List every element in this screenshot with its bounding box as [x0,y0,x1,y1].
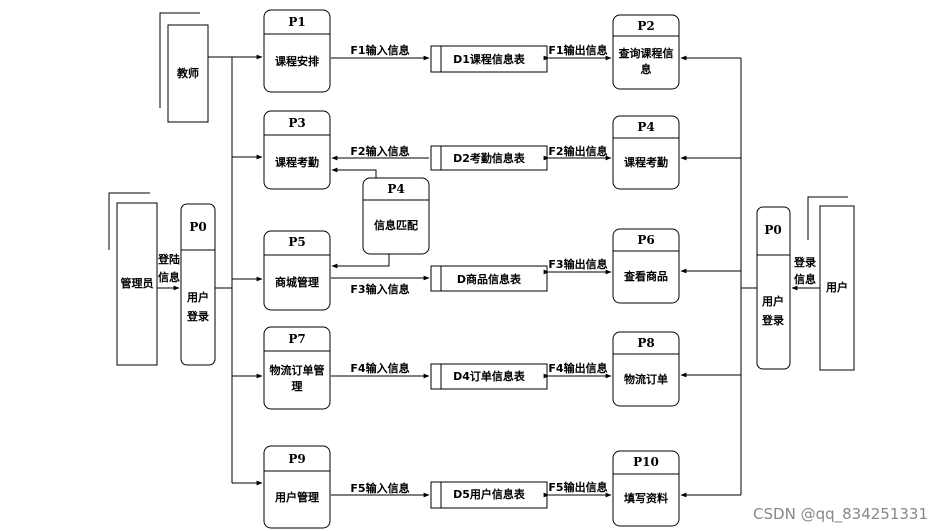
process-p4: P4 课程考勤 [612,115,680,190]
left-bus [157,54,263,486]
svg-text:D1课程信息表: D1课程信息表 [453,52,526,66]
p0-admin-label-2: 登录 [186,309,209,323]
svg-text:课程安排: 课程安排 [275,54,319,68]
process-p8: P8 物流订单 [612,331,680,407]
p2-label-1: 查询课程信 [619,46,674,60]
store-d3: D商品信息表 [430,265,548,292]
left-store-flows [331,55,430,498]
p2-label-2: 息 [641,62,652,76]
right-bus [680,55,820,498]
svg-text:P7: P7 [288,332,305,346]
store-d1: D1课程信息表 [430,45,548,73]
svg-text:F4输入信息: F4输入信息 [350,361,409,375]
svg-text:D商品信息表: D商品信息表 [457,272,522,286]
svg-text:F4输出信息: F4输出信息 [548,361,607,375]
process-p2: P2 查询课程信 息 [612,14,680,90]
teacher-entity: 教师 [159,12,209,123]
svg-text:P1: P1 [288,15,305,29]
process-p10: P10 填写资料 [612,450,680,527]
svg-text:P5: P5 [288,235,305,249]
user-label: 用户 [826,280,848,294]
svg-text:F2输入信息: F2输入信息 [350,144,409,158]
process-p4-match: P4 信息匹配 [362,177,430,255]
process-p7: P7 物流订单管 理 [263,326,331,410]
process-p0-user: P0 用户 登录 [756,206,791,370]
p0-user-id: P0 [764,223,781,237]
p0-user-label-1: 用户 [762,294,784,308]
right-store-flows [543,55,612,498]
process-p3: P3 课程考勤 [263,110,331,190]
svg-text:F1输入信息: F1输入信息 [350,43,409,57]
admin-entity: 管理员 [108,192,158,366]
svg-text:P4: P4 [387,182,404,196]
svg-text:信息匹配: 信息匹配 [374,218,418,232]
p0-admin-label-1: 用户 [187,290,209,304]
teacher-label: 教师 [176,66,199,80]
svg-text:课程考勤: 课程考勤 [275,155,319,169]
csdn-watermark: CSDN @qq_834251331 [753,505,928,523]
svg-text:D5用户信息表: D5用户信息表 [453,487,526,501]
user-login-label-1: 登录 [793,255,816,269]
process-p1: P1 课程安排 [263,9,331,93]
svg-text:用户管理: 用户管理 [275,490,319,504]
admin-label: 管理员 [121,276,154,290]
user-login-label-2: 信息 [794,272,816,286]
svg-text:P3: P3 [288,116,305,130]
p0-admin-id: P0 [189,220,206,234]
svg-text:物流订单: 物流订单 [624,372,668,386]
svg-text:P4: P4 [637,120,654,134]
store-d2: D2考勤信息表 [430,145,548,171]
svg-text:填写资料: 填写资料 [624,491,668,505]
svg-text:F2输出信息: F2输出信息 [548,144,607,158]
p7-label-1: 物流订单管 [270,363,325,377]
store-d4: D4订单信息表 [430,363,548,390]
svg-text:D2考勤信息表: D2考勤信息表 [453,151,526,165]
svg-text:F5输出信息: F5输出信息 [548,480,607,494]
process-p5: P5 商城管理 [263,230,331,311]
process-p6: P6 查看商品 [612,228,680,304]
svg-text:P9: P9 [288,452,305,466]
user-entity: 用户 [807,196,855,371]
svg-text:F1输出信息: F1输出信息 [548,43,607,57]
process-p0-admin: P0 用户 登录 [180,203,216,366]
store-d5: D5用户信息表 [430,481,548,509]
p0-user-label-2: 登录 [761,313,784,327]
svg-text:F3输入信息: F3输入信息 [350,282,409,296]
svg-text:P10: P10 [633,455,659,469]
svg-text:P2: P2 [637,19,654,33]
svg-text:P6: P6 [637,233,654,247]
svg-text:F5输入信息: F5输入信息 [350,481,409,495]
svg-text:P8: P8 [637,336,654,350]
svg-text:F3输出信息: F3输出信息 [548,257,607,271]
svg-text:商城管理: 商城管理 [275,275,319,289]
p7-label-2: 理 [292,380,303,393]
process-p9: P9 用户管理 [263,445,331,529]
svg-text:查看商品: 查看商品 [624,269,668,283]
admin-login-label-1: 登陆 [157,252,180,266]
admin-login-label-2: 信息 [158,270,180,284]
svg-text:课程考勤: 课程考勤 [624,155,668,169]
svg-text:D4订单信息表: D4订单信息表 [453,369,526,383]
